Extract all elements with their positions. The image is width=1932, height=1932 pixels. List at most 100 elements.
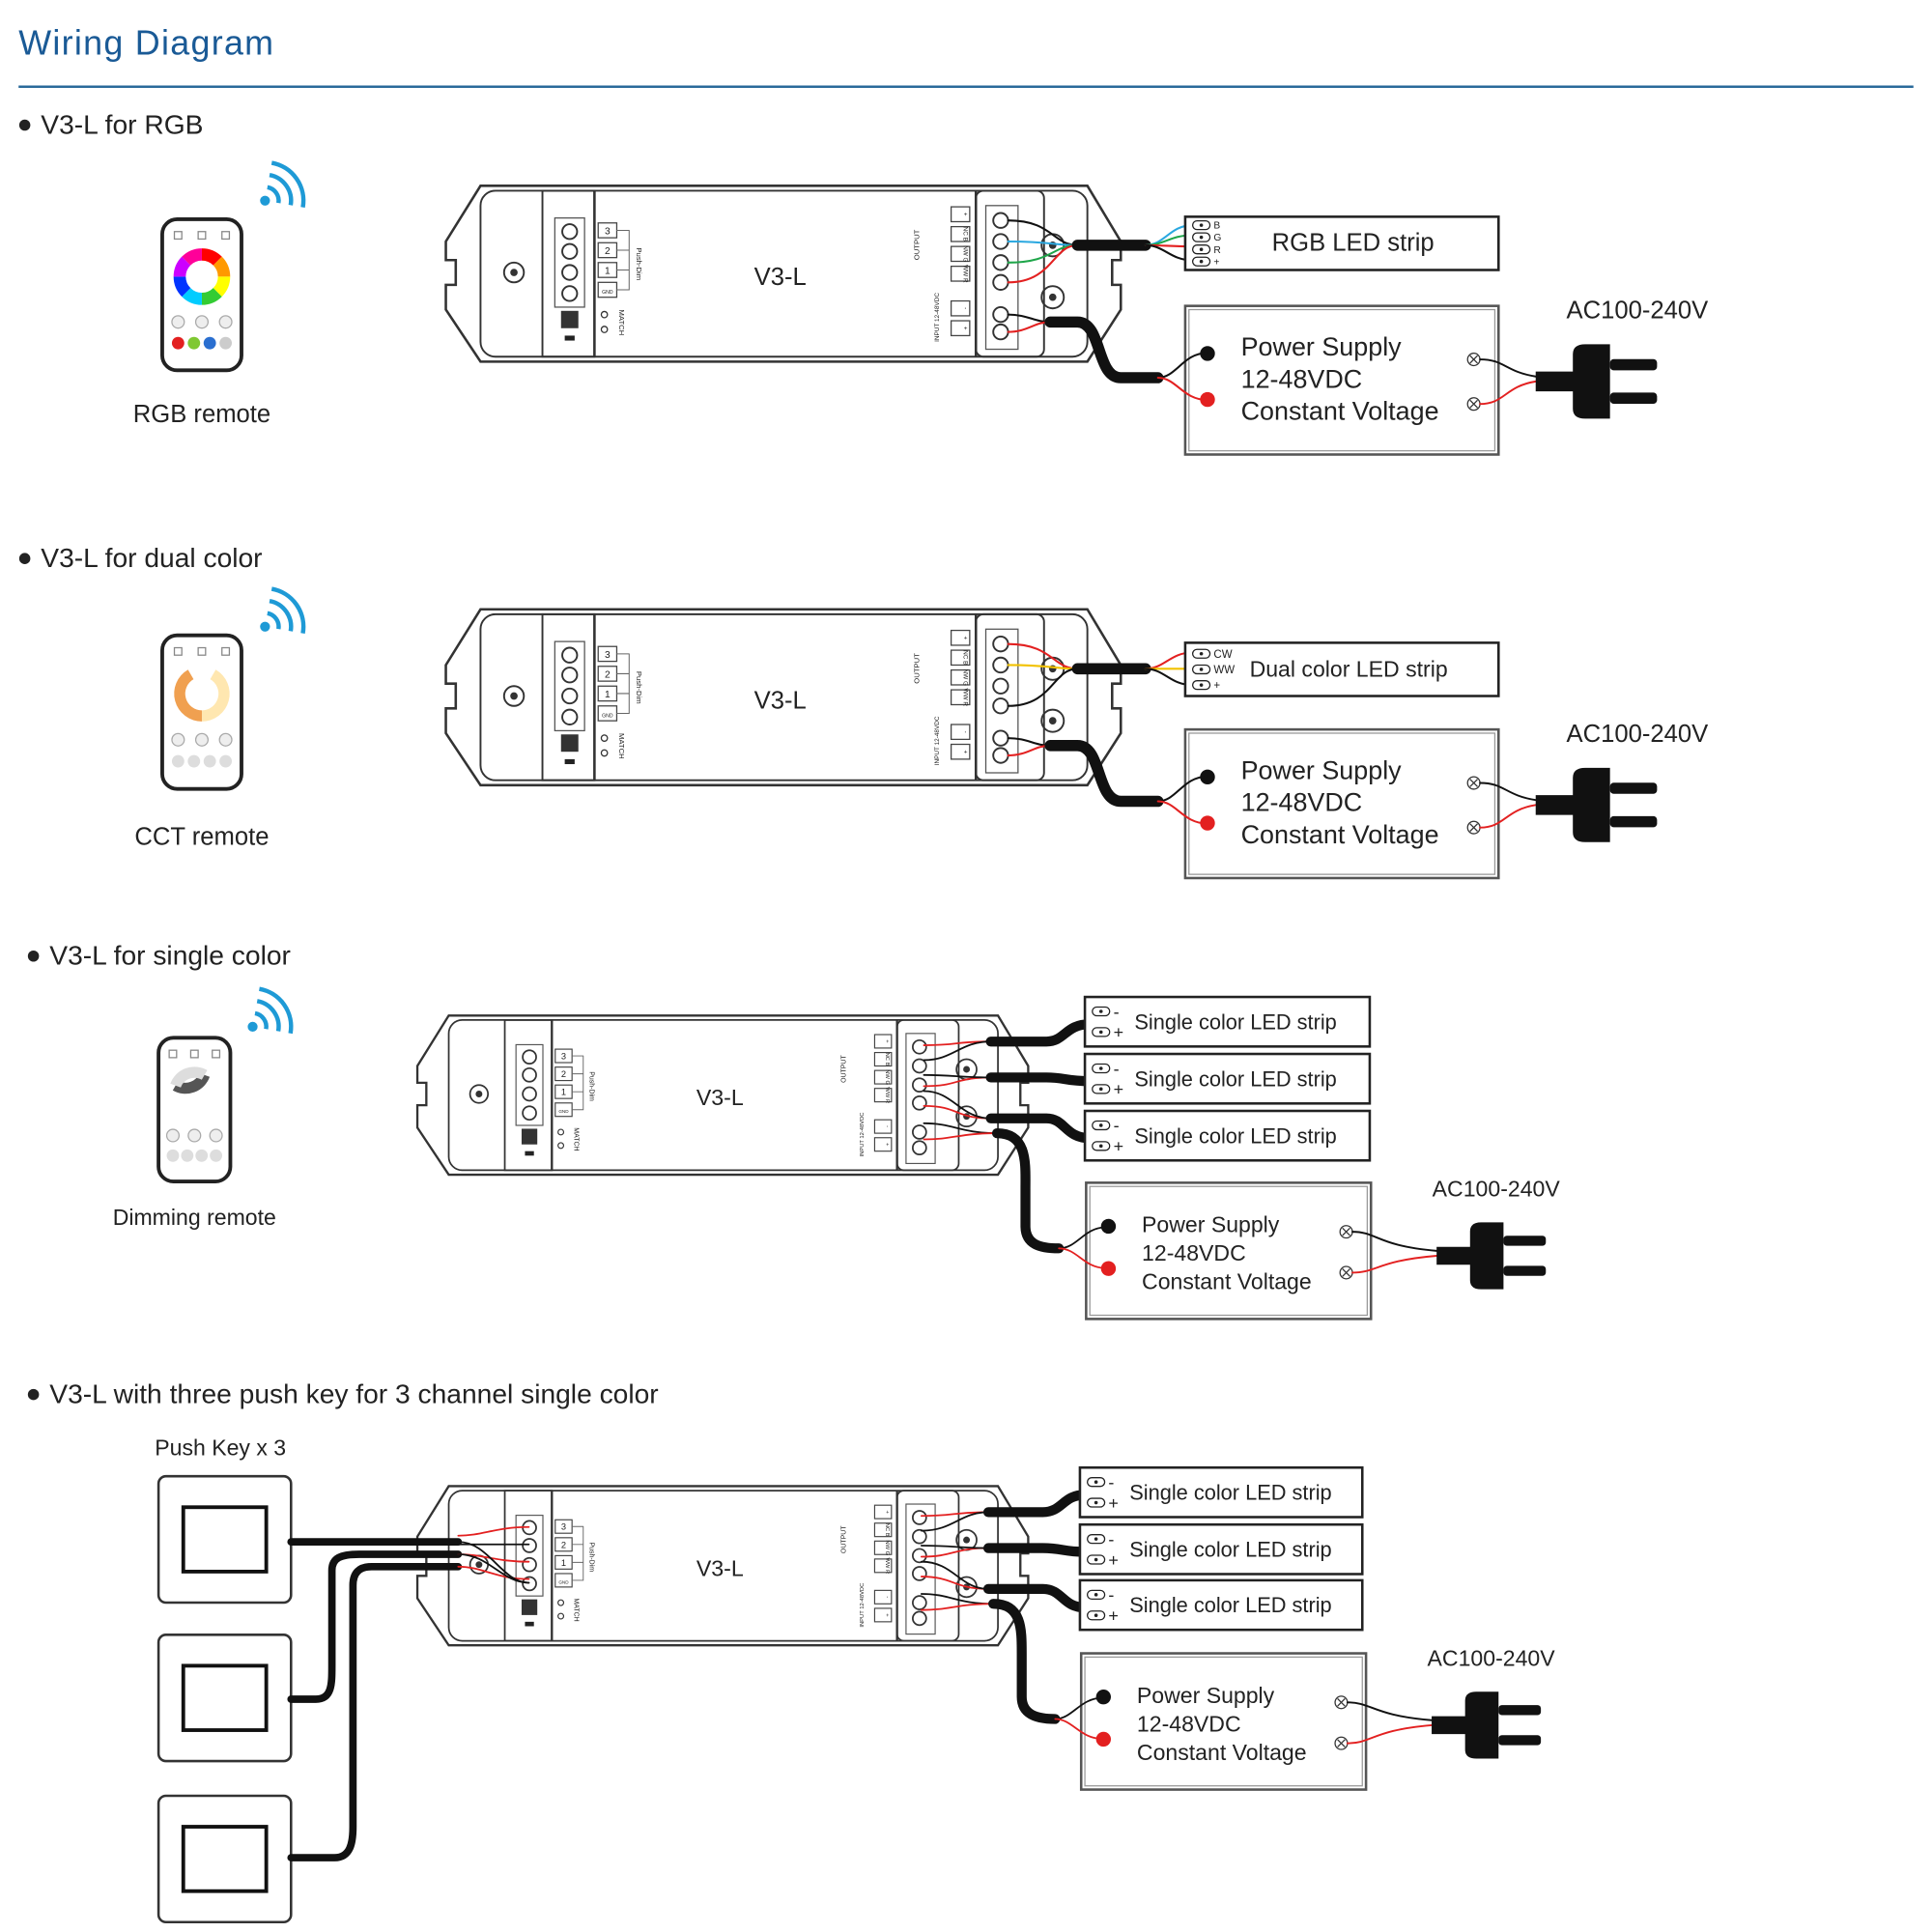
- strip-label: Single color LED strip: [1129, 1481, 1331, 1505]
- controller-housing: [444, 608, 1122, 787]
- output-label: OUTPUT: [840, 1055, 847, 1083]
- match-label: MATCH: [617, 310, 626, 336]
- arc: [213, 275, 231, 298]
- push-key-icon: [156, 1794, 293, 1924]
- output-terminal: [912, 1094, 927, 1111]
- strip-pin-label: +: [1108, 1606, 1118, 1626]
- cable: [982, 1543, 1091, 1557]
- psu-line1: Power Supply: [1241, 755, 1403, 784]
- ac-terminal-icon: [1466, 353, 1481, 367]
- key-label: 3: [561, 1052, 566, 1062]
- arc: [270, 160, 306, 208]
- controller-housing: [444, 185, 1122, 363]
- key-terminal: [522, 1049, 537, 1065]
- cable: [287, 1550, 463, 1703]
- terminal-label: +: [961, 213, 968, 216]
- key-label: 1: [561, 1088, 566, 1097]
- psu-line1: Power Supply: [1137, 1683, 1275, 1708]
- wireless-signal-icon: [260, 160, 306, 208]
- screw-icon: [1040, 285, 1065, 310]
- terminal-label: +: [961, 750, 968, 753]
- key-label: 3: [605, 226, 611, 237]
- key-terminal: [522, 1086, 537, 1102]
- output-terminal: [992, 273, 1009, 291]
- key-terminal: [561, 264, 579, 281]
- strip-label: Single color LED strip: [1134, 1066, 1336, 1091]
- strip-pin-label: +: [1108, 1550, 1118, 1570]
- cable: [1044, 740, 1164, 808]
- remote-label: Dimming remote: [113, 1205, 276, 1230]
- led-strip: BGR+RGB LED strip: [1183, 215, 1500, 271]
- key-terminal: [522, 1066, 537, 1083]
- push-dim-bus: [615, 229, 630, 291]
- psu-line3: Constant Voltage: [1241, 820, 1439, 849]
- cable: [985, 1113, 1095, 1144]
- output-terminal: [912, 1510, 927, 1525]
- terminal-label: NC B: [961, 227, 968, 242]
- led-strip: -+Single color LED strip: [1078, 1465, 1364, 1519]
- strip-pin-label: +: [1213, 257, 1219, 268]
- terminal-label: NW G: [961, 669, 968, 686]
- psu-line3: Constant Voltage: [1137, 1740, 1307, 1765]
- controller-label: V3-L: [696, 1555, 744, 1580]
- controller-label: V3-L: [754, 687, 807, 714]
- arc: [258, 986, 294, 1035]
- negative-terminal: [1095, 1689, 1111, 1705]
- key-label: GND: [602, 290, 613, 296]
- terminal-label: +: [884, 1613, 890, 1617]
- match-button: [560, 734, 579, 753]
- section-heading: V3-L for dual color: [41, 542, 262, 573]
- strip-label: Single color LED strip: [1129, 1538, 1331, 1562]
- wire: [1007, 243, 1079, 284]
- wire: [1156, 352, 1209, 380]
- arc: [267, 611, 281, 630]
- wire: [1054, 1718, 1103, 1740]
- output-terminal: [992, 233, 1009, 250]
- terminal-label: WW R: [884, 1557, 890, 1574]
- terminal-label: NW G: [884, 1069, 890, 1085]
- wire: [923, 1090, 992, 1120]
- led-strip: -+Single color LED strip: [1078, 1522, 1364, 1576]
- key-label: 1: [561, 1558, 566, 1568]
- controller-label: V3-L: [696, 1085, 744, 1110]
- strip-pin-label: -: [1114, 1116, 1120, 1135]
- input-label: INPUT 12-48VDC: [860, 1583, 866, 1628]
- push-dim-bus: [615, 653, 630, 714]
- section-heading: V3-L for single color: [49, 940, 291, 971]
- strip-label: Dual color LED strip: [1250, 657, 1448, 682]
- key-terminal: [561, 667, 579, 684]
- arc: [170, 1066, 208, 1089]
- output-terminal: [912, 1595, 927, 1610]
- input-label: INPUT 12-48VDC: [860, 1113, 866, 1157]
- output-terminal: [992, 636, 1009, 653]
- wire: [1007, 668, 1079, 707]
- output-terminal: [912, 1610, 927, 1627]
- wire: [457, 1553, 530, 1584]
- strip-label: Single color LED strip: [1129, 1593, 1331, 1617]
- output-terminal: [992, 254, 1009, 271]
- arc: [254, 1010, 269, 1030]
- output-terminal: [912, 1140, 927, 1156]
- arc: [201, 248, 222, 266]
- wire: [1156, 775, 1209, 803]
- key-label: 2: [561, 1069, 566, 1079]
- key-terminal: [561, 223, 579, 241]
- strip-pin-label: R: [1213, 245, 1220, 256]
- terminal-label: +: [961, 327, 968, 330]
- output-terminal: [912, 1548, 927, 1564]
- ac-plug-icon: [1436, 1222, 1547, 1290]
- wire: [1058, 1247, 1107, 1269]
- key-label: 2: [605, 246, 611, 257]
- ac-voltage-label: AC100-240V: [1428, 1645, 1556, 1670]
- strip-pin-label: +: [1213, 680, 1220, 692]
- bullet-icon: [27, 1388, 40, 1401]
- negative-terminal: [1100, 1218, 1117, 1235]
- positive-terminal: [1100, 1261, 1117, 1276]
- terminal-label: +: [884, 1510, 890, 1514]
- wire: [1479, 804, 1537, 829]
